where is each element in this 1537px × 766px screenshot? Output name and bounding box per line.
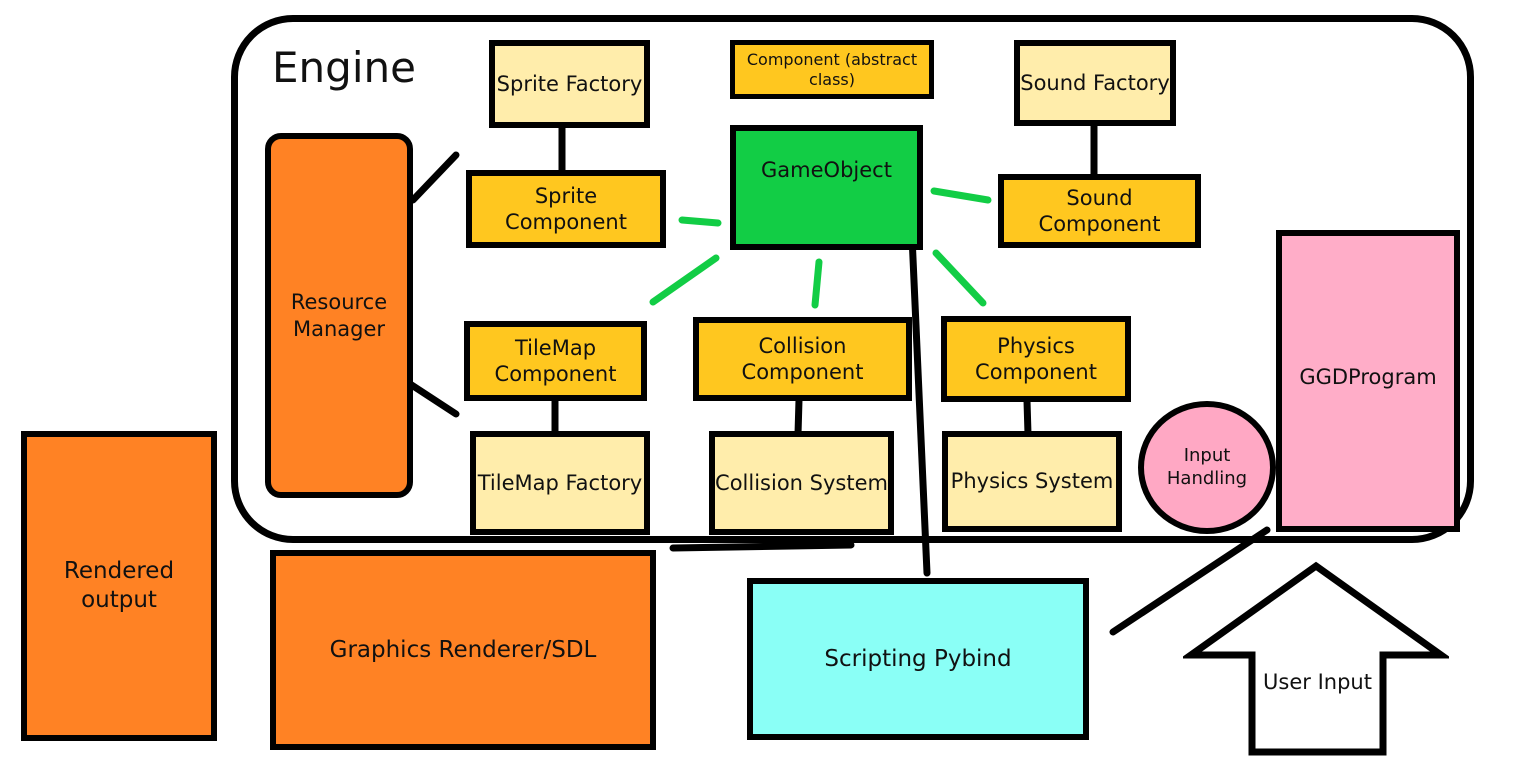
sound-factory-label: Sound Factory	[1020, 70, 1170, 95]
sprite-factory-label: Sprite Factory	[496, 71, 643, 96]
connector-gameobject-scripting	[908, 232, 931, 577]
input-handling-label: Input Handling	[1166, 445, 1248, 489]
input-handling-circle: Input Handling	[1138, 401, 1276, 534]
component-abstract-label: Component (abstract class)	[746, 49, 918, 89]
connector-graphics-engine	[669, 541, 855, 552]
gameobject-box: GameObject	[730, 125, 923, 250]
collision-system-box: Collision System	[709, 431, 894, 535]
link-gameobject-tilemap	[649, 254, 720, 306]
connector-scripting-ggdprogram	[1109, 526, 1271, 636]
connector-physics-component-system	[1023, 397, 1032, 438]
sprite-component-box: Sprite Component	[466, 170, 666, 248]
sound-factory-box: Sound Factory	[1014, 40, 1176, 126]
connector-collision-component-system	[794, 396, 803, 438]
connector-resource-tilemap	[403, 378, 460, 418]
graphics-renderer-box: Graphics Renderer/SDL	[270, 550, 656, 750]
graphics-renderer-label: Graphics Renderer/SDL	[329, 636, 597, 663]
resource-manager-label: Resource Manager	[290, 290, 388, 341]
gameobject-label: GameObject	[761, 158, 892, 182]
scripting-pybind-label: Scripting Pybind	[824, 645, 1012, 672]
rendered-output-label: Rendered output	[63, 558, 175, 613]
resource-manager-box: Resource Manager	[265, 133, 413, 498]
component-abstract-box: Component (abstract class)	[730, 40, 934, 99]
collision-component-box: Collision Component	[693, 317, 912, 401]
rendered-output-box: Rendered output	[21, 431, 217, 741]
sprite-component-label: Sprite Component	[505, 183, 627, 234]
link-gameobject-sound	[930, 187, 992, 204]
tilemap-factory-box: TileMap Factory	[470, 431, 650, 535]
user-input-arrow-icon	[1183, 561, 1449, 756]
link-gameobject-physics	[932, 249, 987, 307]
collision-system-label: Collision System	[715, 470, 888, 495]
ggdprogram-label: GGDProgram	[1299, 365, 1437, 389]
tilemap-component-box: TileMap Component	[464, 321, 647, 401]
engine-title: Engine	[272, 43, 416, 92]
sound-component-label: Sound Component	[1038, 185, 1161, 236]
physics-component-box: Physics Component	[941, 316, 1131, 402]
link-gameobject-collision	[811, 258, 823, 309]
tilemap-factory-label: TileMap Factory	[477, 470, 643, 495]
physics-component-label: Physics Component	[975, 333, 1097, 384]
collision-component-label: Collision Component	[741, 333, 864, 384]
engine-boundary	[231, 15, 1474, 543]
connector-resource-sprite	[409, 151, 460, 204]
sound-component-box: Sound Component	[998, 174, 1201, 248]
sprite-factory-box: Sprite Factory	[489, 40, 650, 128]
physics-system-box: Physics System	[942, 431, 1122, 532]
physics-system-label: Physics System	[950, 469, 1114, 494]
ggdprogram-box: GGDProgram	[1276, 230, 1460, 532]
user-input-label: User Input	[1263, 670, 1372, 694]
scripting-pybind-box: Scripting Pybind	[747, 578, 1089, 740]
tilemap-component-label: TileMap Component	[494, 335, 617, 386]
link-gameobject-sprite	[678, 216, 722, 227]
